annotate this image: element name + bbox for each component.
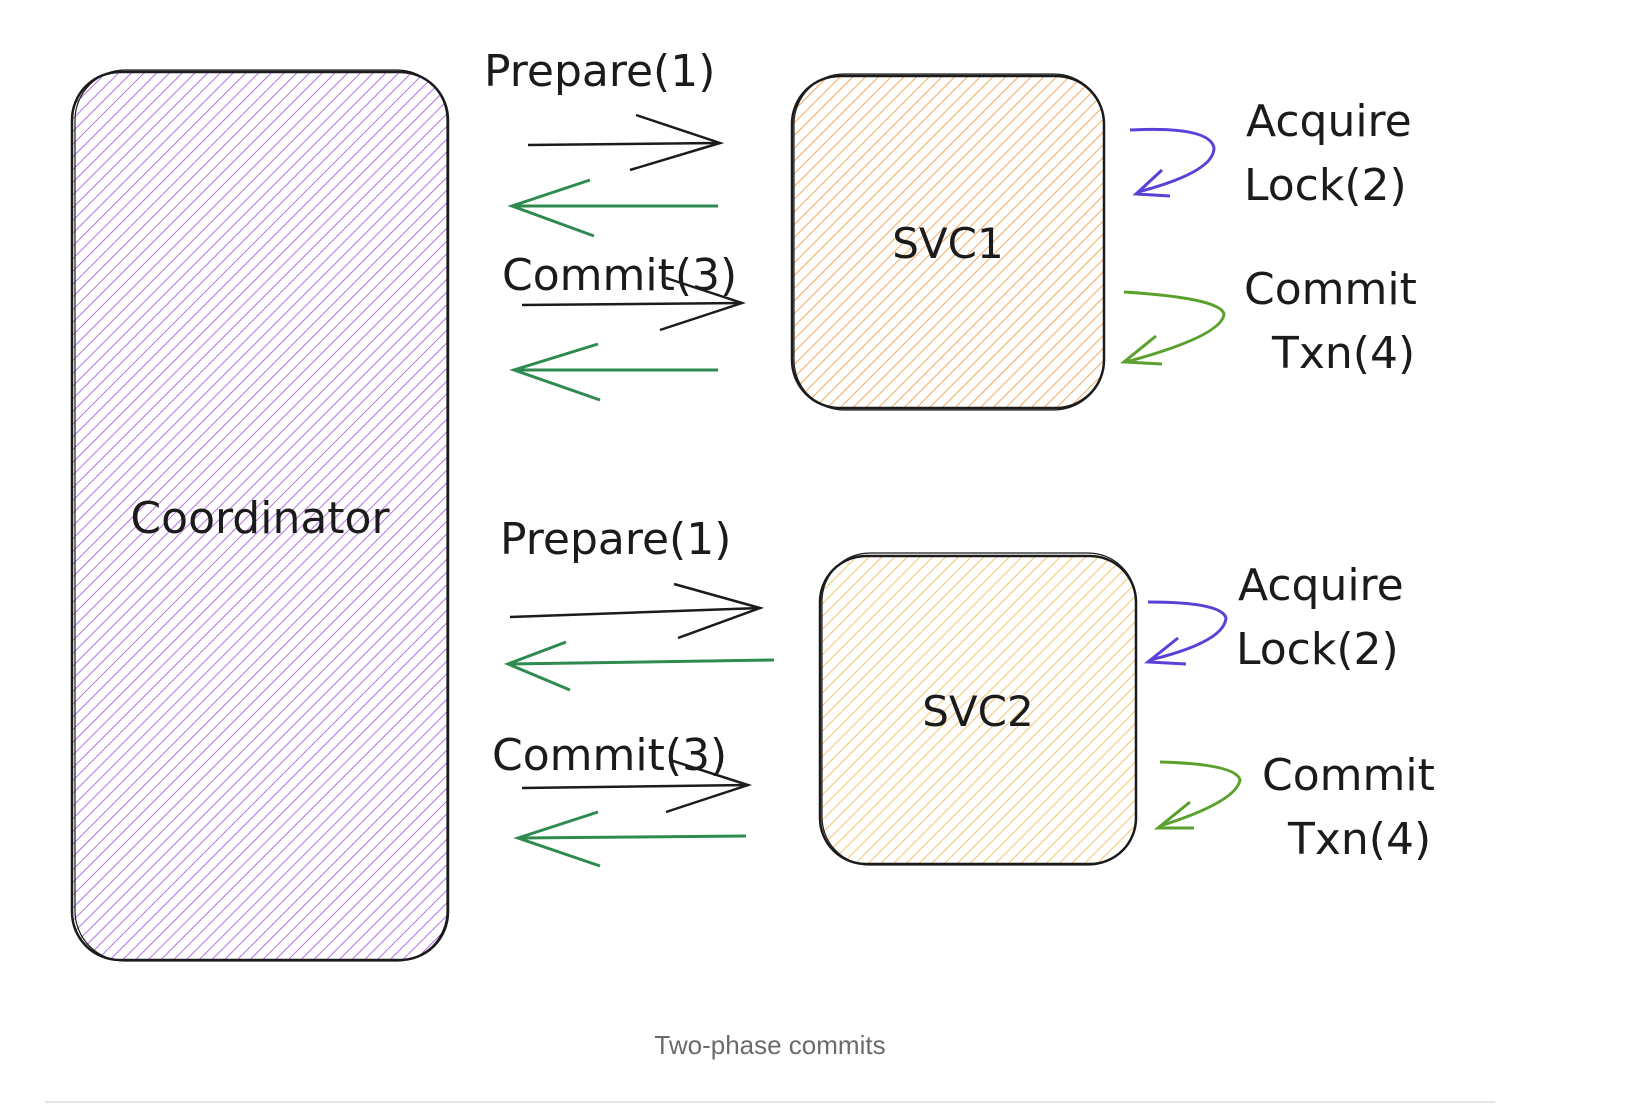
svc2-prepare-label: Prepare(1) bbox=[500, 514, 731, 565]
divider bbox=[45, 1101, 1495, 1103]
svc2-txn-label-line2: Txn(4) bbox=[1287, 814, 1431, 865]
coordinator-node: Coordinator bbox=[70, 69, 450, 962]
svc1-txn-label-line2: Txn(4) bbox=[1271, 328, 1415, 379]
svc2-prepare-response-arrow bbox=[503, 640, 775, 692]
svc1-commit-label: Commit(3) bbox=[502, 250, 737, 301]
svc1-txn-loop-arrow bbox=[1120, 290, 1226, 366]
svc2-lock-loop-arrow bbox=[1143, 600, 1228, 666]
two-phase-commit-diagram: Coordinator SVC1 SVC2 Prepare(1) Commit(… bbox=[70, 46, 1435, 962]
svc1-lock-label-line2: Lock(2) bbox=[1244, 160, 1407, 211]
svc2-prepare-arrow bbox=[509, 582, 765, 640]
svc2-commit-label: Commit(3) bbox=[492, 730, 727, 781]
svc1-commit-arrow bbox=[521, 276, 746, 332]
svc2-txn-label-line1: Commit bbox=[1262, 750, 1435, 801]
svc2-txn-loop-arrow bbox=[1153, 760, 1242, 830]
figure-caption: Two-phase commits bbox=[654, 1030, 886, 1060]
svc2-node: SVC2 bbox=[818, 552, 1138, 866]
svc1-label: SVC1 bbox=[892, 219, 1003, 268]
svc1-prepare-label: Prepare(1) bbox=[484, 46, 715, 97]
svc1-lock-label-line1: Acquire bbox=[1246, 96, 1412, 147]
svc2-lock-label-line2: Lock(2) bbox=[1236, 624, 1399, 675]
svc1-prepare-arrow bbox=[527, 113, 725, 172]
svc2-lock-label-line1: Acquire bbox=[1238, 560, 1404, 611]
svc1-txn-label-line1: Commit bbox=[1244, 264, 1417, 315]
svc2-commit-response-arrow bbox=[513, 810, 747, 868]
svc1-prepare-response-arrow bbox=[507, 178, 718, 238]
svc2-label: SVC2 bbox=[922, 687, 1033, 736]
svc2-commit-arrow bbox=[521, 758, 753, 814]
svc1-commit-response-arrow bbox=[509, 342, 718, 402]
svc1-lock-loop-arrow bbox=[1129, 127, 1216, 198]
coordinator-label: Coordinator bbox=[130, 493, 390, 544]
svc1-node: SVC1 bbox=[790, 73, 1106, 411]
